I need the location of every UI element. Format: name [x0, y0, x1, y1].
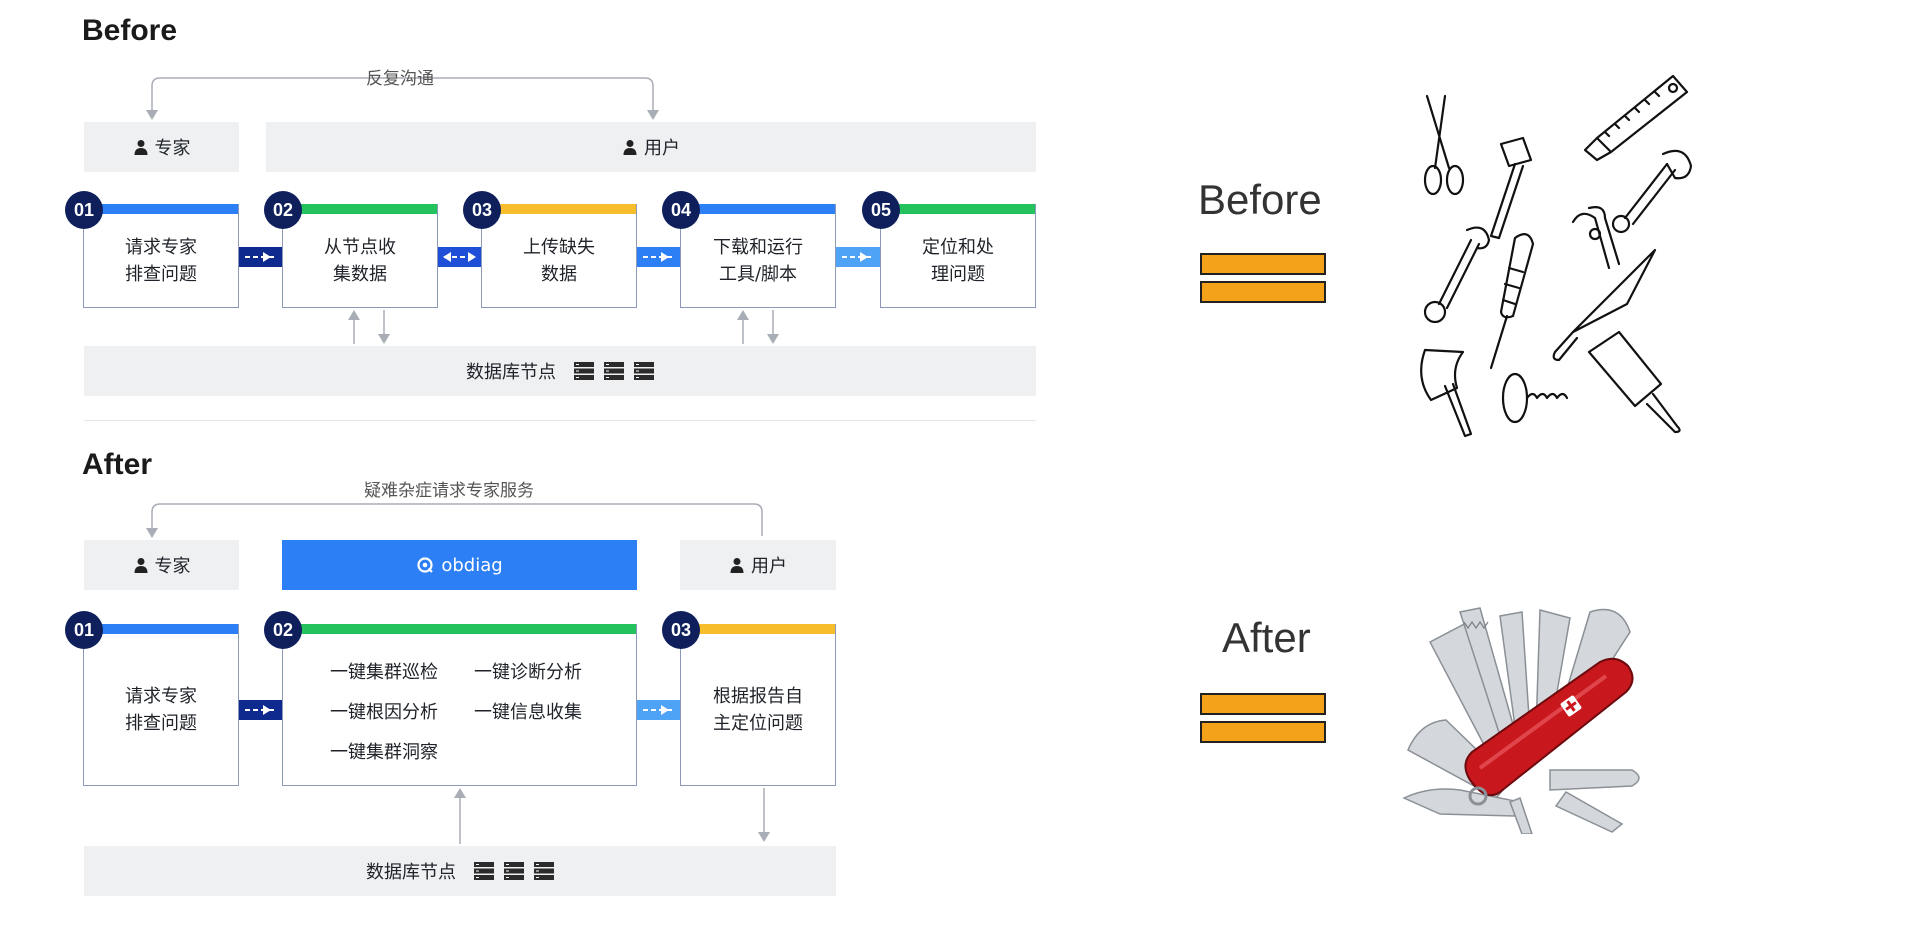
- before-expert-label: 专家: [154, 138, 191, 159]
- before-step-5-line2: 理问题: [931, 263, 985, 285]
- after-step-1-badge: 01: [65, 611, 103, 649]
- before-step-1-line1: 请求专家: [125, 236, 197, 258]
- server-icon: [534, 862, 554, 880]
- before-step-2-badge: 02: [264, 191, 302, 229]
- server-icon: [634, 362, 654, 380]
- obdiag-bar: obdiag: [282, 540, 637, 590]
- person-icon: [730, 558, 744, 573]
- after-step-3-badge: 03: [662, 611, 700, 649]
- before-user-label: 用户: [644, 138, 680, 159]
- server-icon: [474, 862, 494, 880]
- equals-bar-top-after: [1200, 693, 1326, 715]
- before-db-arrows-step4: [737, 310, 779, 344]
- after-user-lane: 用户: [680, 540, 836, 590]
- after-connector-2-3: [637, 700, 680, 720]
- before-step-5: 定位和处理问题: [880, 204, 1036, 308]
- before-db-label: 数据库节点: [466, 362, 556, 383]
- person-icon: [623, 140, 637, 155]
- feature-item: 一键集群洞察: [330, 742, 438, 763]
- before-step-5-line1: 定位和处: [922, 236, 994, 258]
- before-title: Before: [82, 14, 178, 47]
- section-divider: [84, 420, 1036, 421]
- equals-bar-top: [1200, 253, 1326, 275]
- feature-item: 一键信息收集: [474, 702, 582, 723]
- before-step-1: 请求专家排查问题: [83, 204, 239, 308]
- before-expert-lane: 专家: [84, 122, 239, 172]
- after-db-lane: 数据库节点: [84, 846, 836, 896]
- before-step-2-line1: 从节点收: [324, 236, 396, 258]
- before-db-arrows-step2: [348, 310, 390, 344]
- after-connector-1-2: [239, 700, 282, 720]
- right-after-label: After: [1222, 614, 1311, 661]
- after-step-1: 请求专家排查问题: [83, 624, 239, 786]
- before-step-4-line1: 下载和运行: [713, 236, 803, 258]
- before-feedback-loop: [146, 77, 659, 120]
- after-step-3-line1: 根据报告自: [713, 685, 803, 707]
- feature-item: 一键集群巡检: [330, 662, 438, 683]
- obdiag-label: obdiag: [441, 554, 503, 576]
- after-step3-to-user-arrow: [758, 788, 770, 842]
- before-step-4: 下载和运行工具/脚本: [680, 204, 836, 308]
- feature-item: 一键根因分析: [330, 702, 438, 723]
- after-loop-label: 疑难杂症请求专家服务: [364, 481, 534, 501]
- server-icon: [574, 362, 594, 380]
- after-feedback-loop: [146, 503, 763, 538]
- before-step-3-badge: 03: [463, 191, 501, 229]
- before-connector-2-3: [438, 247, 481, 267]
- before-step-1-line2: 排查问题: [125, 263, 197, 285]
- after-expert-lane: 专家: [84, 540, 239, 590]
- before-step-3: 上传缺失数据: [481, 204, 637, 308]
- before-step-4-line2: 工具/脚本: [718, 263, 798, 285]
- equals-bar-bottom-after: [1200, 721, 1326, 743]
- person-icon: [134, 558, 147, 573]
- before-connector-1-2: [239, 247, 282, 267]
- right-before-label: Before: [1198, 176, 1322, 223]
- after-step-3: 根据报告自主定位问题: [680, 624, 836, 786]
- before-step-3-line2: 数据: [541, 263, 577, 285]
- swiss-army-knife-image: [1402, 607, 1640, 834]
- before-connector-4-5: [836, 247, 880, 267]
- after-user-label: 用户: [751, 556, 787, 577]
- obdiag-logo-icon: [417, 557, 434, 573]
- before-db-lane: 数据库节点: [84, 346, 1036, 396]
- equals-bar-bottom: [1200, 281, 1326, 303]
- after-title: After: [82, 448, 153, 481]
- after-step-3-line2: 主定位问题: [713, 712, 803, 734]
- before-connector-3-4: [637, 247, 680, 267]
- person-icon: [134, 140, 147, 155]
- after-step-1-line1: 请求专家: [125, 685, 197, 707]
- before-step-1-badge: 01: [65, 191, 103, 229]
- before-step-3-line1: 上传缺失: [523, 236, 595, 258]
- before-step-5-badge: 05: [862, 191, 900, 229]
- feature-item: 一键诊断分析: [474, 662, 582, 683]
- before-loop-label: 反复沟通: [366, 69, 434, 89]
- after-step-1-line2: 排查问题: [125, 712, 197, 734]
- hand-tools-image: [1405, 68, 1705, 448]
- after-step-2-badge: 02: [264, 611, 302, 649]
- before-step-4-badge: 04: [662, 191, 700, 229]
- after-db-label: 数据库节点: [366, 862, 456, 883]
- server-icon: [604, 362, 624, 380]
- server-icon: [504, 862, 524, 880]
- before-step-2: 从节点收集数据: [282, 204, 438, 308]
- before-user-lane: 用户: [266, 122, 1036, 172]
- after-expert-label: 专家: [154, 556, 191, 577]
- after-step-2: 一键集群巡检 一键诊断分析 一键根因分析 一键信息收集 一键集群洞察: [282, 624, 637, 786]
- after-db-to-step2-arrow: [454, 788, 466, 844]
- before-step-2-line2: 集数据: [333, 263, 387, 285]
